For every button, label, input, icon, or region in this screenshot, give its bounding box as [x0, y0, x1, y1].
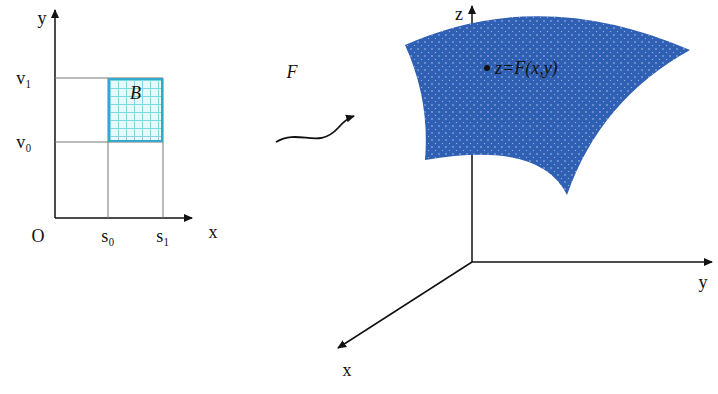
axis-label: x [343, 361, 352, 379]
y-axis [54, 10, 56, 218]
surface-equation: z=F(x,y) [495, 59, 558, 77]
axis-label: s₀ [101, 227, 114, 245]
surface-patch: z=F(x,y) [395, 5, 695, 200]
axis-label: O [32, 227, 45, 245]
axis-label: y [38, 9, 47, 27]
domain-rectangle: B [108, 78, 163, 142]
y-axis-3d [472, 261, 712, 263]
axis-label: v₀ [16, 133, 31, 151]
guide-lines [55, 78, 163, 218]
axis-label: v₁ [16, 69, 31, 87]
axis-label: z [455, 5, 463, 23]
x-axis [55, 217, 192, 219]
axis-label: s₁ [156, 227, 169, 245]
axis-label: x [209, 223, 218, 241]
region-name: B [130, 84, 141, 102]
surface-shape [395, 5, 695, 200]
axis-label: y [699, 273, 708, 291]
map-arrow [276, 116, 354, 142]
x-axis-3d [338, 262, 472, 348]
axis-label: F [287, 63, 298, 81]
